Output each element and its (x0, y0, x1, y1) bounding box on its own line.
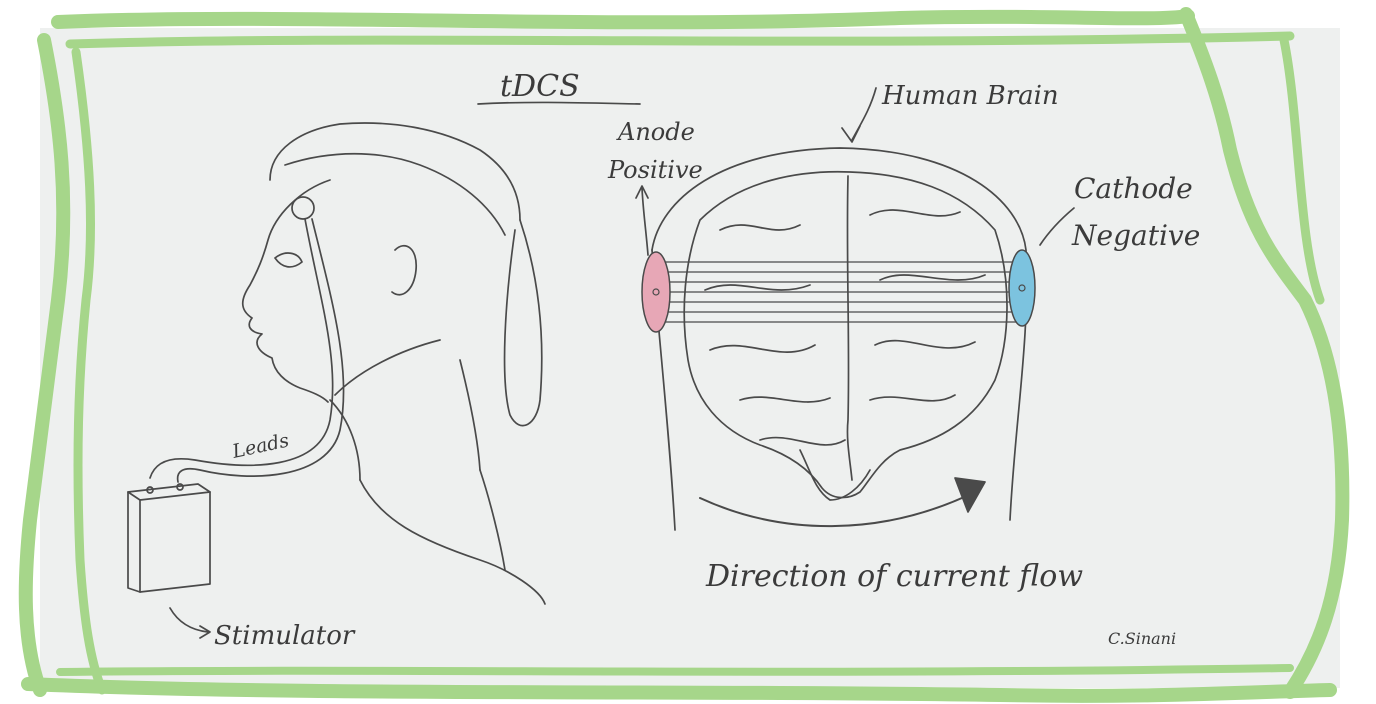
human-brain-label: Human Brain (881, 81, 1059, 111)
cathode-electrode (1009, 250, 1035, 326)
stimulator-label: Stimulator (214, 621, 356, 651)
negative-label: Negative (1071, 219, 1200, 252)
anode-label: Anode (616, 118, 695, 146)
positive-label-text: Positive (607, 156, 703, 184)
cathode-label: Cathode (1074, 172, 1193, 205)
anode-electrode (642, 252, 670, 332)
title-label: tDCS (500, 69, 580, 104)
direction-label: Direction of current flow (705, 559, 1083, 594)
signature: C.Sinani (1108, 629, 1176, 648)
